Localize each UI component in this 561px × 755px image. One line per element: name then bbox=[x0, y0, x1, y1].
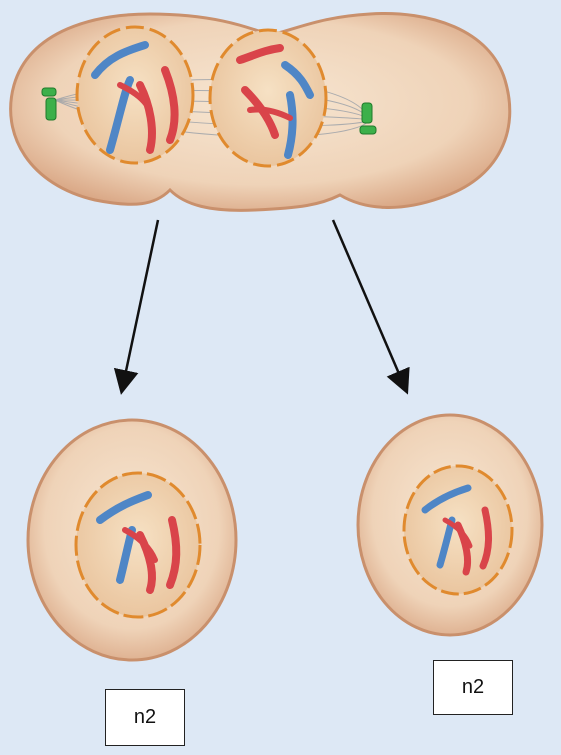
arrow-to-right-daughter bbox=[333, 220, 406, 390]
right-daughter-cell bbox=[358, 415, 542, 635]
right-cell-label: n2 bbox=[433, 660, 513, 715]
dividing-parent-cell bbox=[11, 14, 510, 211]
arrow-to-left-daughter bbox=[122, 220, 158, 390]
left-daughter-cell bbox=[28, 420, 236, 660]
left-cell-label: n2 bbox=[105, 689, 185, 746]
